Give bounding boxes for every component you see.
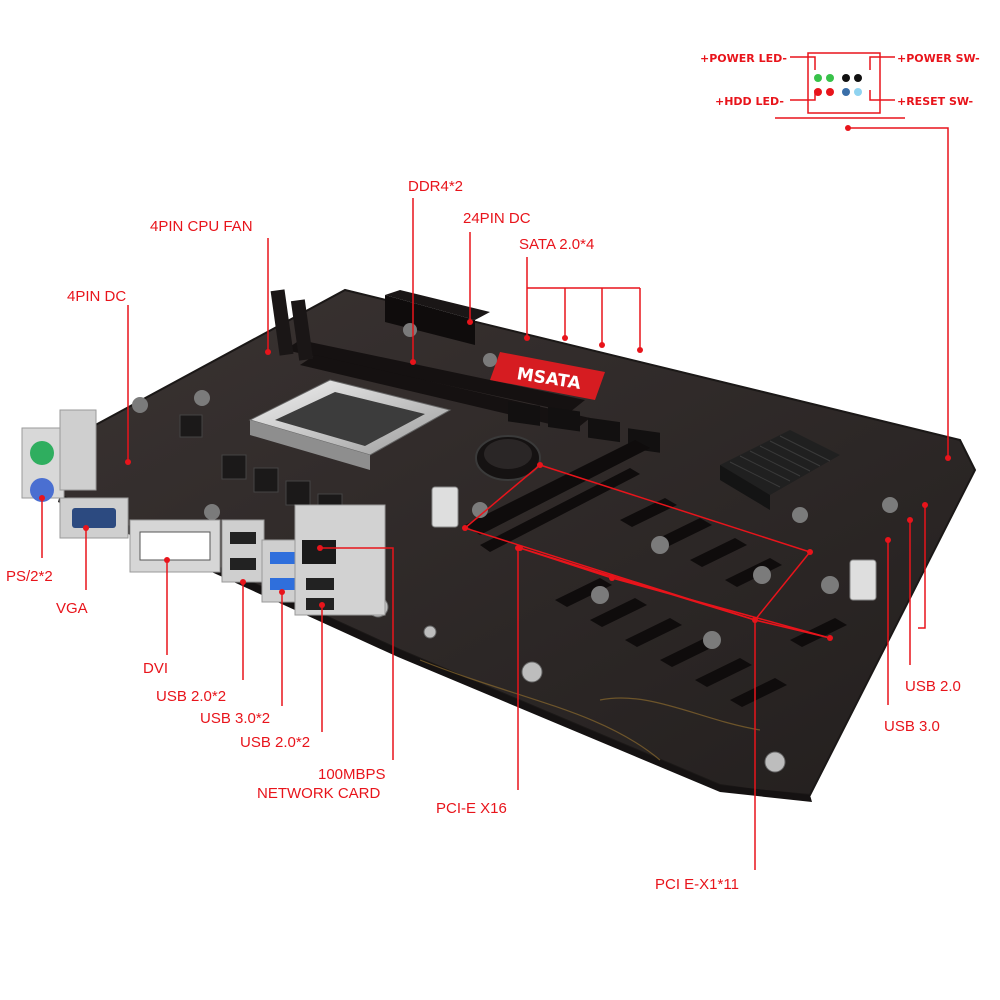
front-panel-pins: [814, 74, 862, 96]
pcie-x1-slots: [555, 498, 847, 707]
header-pin: [842, 74, 850, 82]
usb2-port-3: [306, 578, 334, 590]
label-24pin-dc: 24PIN DC: [463, 210, 531, 227]
label-hdd-led: +HDD LED-: [715, 95, 784, 108]
header-pin: [814, 74, 822, 82]
label-usb30: USB 3.0*2: [200, 710, 271, 727]
ps2-mouse-port: [30, 478, 54, 502]
label-power-sw: +POWER SW-: [897, 52, 980, 65]
leader-dots: [39, 125, 951, 641]
label-usb30-header: USB 3.0: [884, 718, 940, 735]
ps2-keyboard-port: [30, 441, 54, 465]
label-dvi: DVI: [143, 660, 169, 677]
header-pin: [854, 88, 862, 96]
label-sata: SATA 2.0*4: [519, 236, 595, 253]
label-reset-sw: +RESET SW-: [897, 95, 974, 108]
label-network-card: NETWORK CARD: [257, 785, 381, 802]
label-power-led: +POWER LED-: [700, 52, 788, 65]
label-4pin-dc: 4PIN DC: [67, 288, 127, 305]
header-pin: [814, 88, 822, 96]
label-usb20-header: USB 2.0: [905, 678, 961, 695]
molex-connectors: [431, 486, 877, 601]
label-pcie-x16: PCI-E X16: [436, 800, 507, 817]
pcie-x16-slot: [465, 440, 650, 552]
usb3-port-1: [270, 552, 296, 564]
header-pin: [826, 74, 834, 82]
dvi-port: [139, 531, 211, 561]
header-pin: [854, 74, 862, 82]
label-vga: VGA: [56, 600, 88, 617]
label-ps2: PS/2*2: [6, 568, 53, 585]
usb3-port-2: [270, 578, 296, 590]
atx-24pin-connector: [385, 290, 490, 345]
label-usb20-b: USB 2.0*2: [240, 734, 311, 751]
io-panel: [21, 409, 386, 616]
label-network-speed: 100MBPS: [318, 766, 386, 783]
header-pin: [842, 88, 850, 96]
label-usb20-a: USB 2.0*2: [156, 688, 227, 705]
usb2-port-2: [230, 558, 256, 570]
header-pin: [826, 88, 834, 96]
chipset-heatsink: [720, 430, 840, 510]
capacitors: [132, 323, 898, 649]
lan-port: [302, 540, 336, 564]
vga-port: [72, 508, 116, 528]
cmos-battery: [475, 435, 541, 481]
usb2-port-1: [230, 532, 256, 544]
cpu-socket: [248, 379, 452, 470]
front-panel-header: [807, 52, 881, 114]
label-pcie-x1: PCI E-X1*11: [655, 876, 739, 893]
label-cpu-fan: 4PIN CPU FAN: [150, 218, 253, 235]
label-ddr4: DDR4*2: [408, 178, 464, 195]
